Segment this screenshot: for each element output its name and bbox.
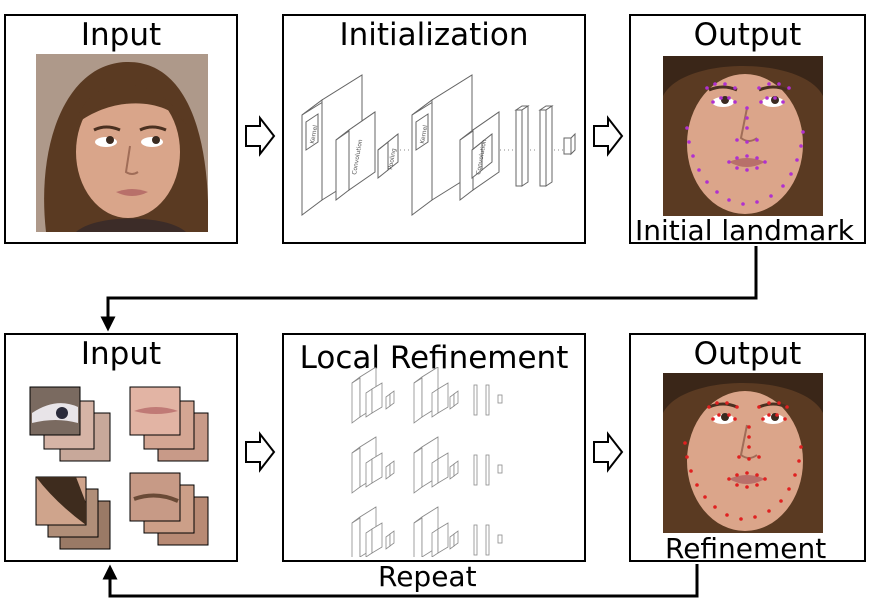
- output-panel-bottom: Output Refinement: [629, 333, 866, 565]
- output-title-top: Output: [693, 17, 802, 53]
- block-arrow-3: [245, 431, 276, 473]
- kernel-label-2: Kernel: [419, 124, 429, 144]
- initialization-panel: Initialization Kernel Convolution: [282, 14, 586, 244]
- block-arrow-4: [593, 431, 624, 473]
- input-panel-top: Input: [4, 14, 238, 244]
- local-refinement-panel: Local Refinement: [282, 333, 586, 562]
- connector-top-to-bottom: [100, 246, 758, 332]
- kernel-label-1: Kernel: [309, 124, 319, 144]
- initialization-title: Initialization: [339, 17, 529, 53]
- block-arrow-1: [245, 115, 276, 157]
- input-title-bottom: Input: [80, 336, 162, 372]
- pooling-label: Pooling: [387, 148, 398, 171]
- repeat-loop-connector: [102, 564, 699, 598]
- output-panel-top: Output Initial landmark: [629, 14, 866, 247]
- input-title-top: Input: [80, 17, 162, 53]
- block-arrow-2: [593, 115, 624, 157]
- refinement-caption: Refinement: [665, 532, 827, 565]
- cnn-diagram-initialization: Kernel Convolution Pooling Kernel Convol…: [301, 74, 576, 216]
- face-photo-initial-landmarks: [663, 56, 823, 216]
- face-photo-refined-landmarks: [663, 373, 823, 533]
- input-panel-bottom: Input: [4, 333, 238, 562]
- patch-stacks: [29, 386, 209, 550]
- face-photo-input: [36, 54, 208, 232]
- repeat-label: Repeat: [378, 560, 477, 593]
- output-title-bottom: Output: [693, 336, 802, 372]
- initial-landmark-caption: Initial landmark: [635, 214, 854, 247]
